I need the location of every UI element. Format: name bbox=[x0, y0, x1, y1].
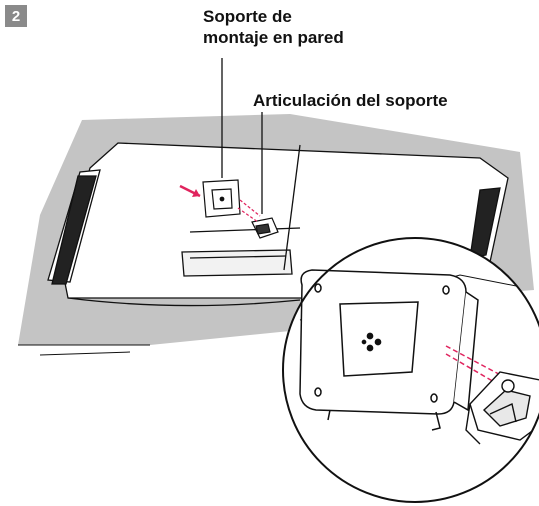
detail-zoom-circle bbox=[282, 237, 539, 503]
alignment-guide-lines bbox=[237, 199, 261, 223]
step-number-badge: 2 bbox=[5, 5, 27, 27]
insertion-arrow-head bbox=[192, 189, 200, 197]
wall-mount-bracket-label-line1: Soporte de bbox=[203, 7, 292, 26]
step-number: 2 bbox=[11, 7, 21, 25]
stand-hinge-label: Articulación del soporte bbox=[253, 91, 448, 110]
wall-mount-bracket-label: Soporte de montaje en pared bbox=[203, 6, 344, 48]
wall-mount-bracket bbox=[202, 179, 241, 218]
stand-hinge-detail bbox=[465, 371, 539, 445]
wall-mount-bracket-detail bbox=[299, 269, 479, 431]
stand-hinge bbox=[251, 217, 279, 239]
wall-mount-bracket-label-line2: montaje en pared bbox=[203, 28, 344, 47]
cloth-fold-line bbox=[18, 344, 150, 356]
